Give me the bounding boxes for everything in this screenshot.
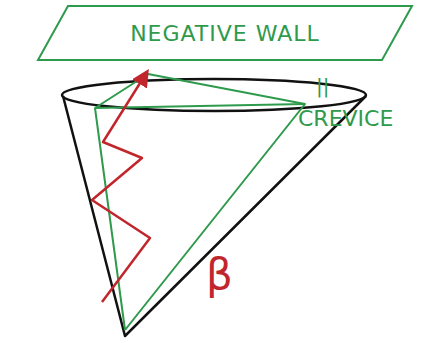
equals-mark: || — [316, 74, 329, 98]
inner-triangle — [95, 74, 305, 330]
zigzag-path — [92, 72, 150, 302]
angle-symbol: β — [206, 250, 233, 299]
parallelogram-shape — [38, 6, 412, 60]
wall-band: NEGATIVE WALL — [38, 4, 412, 62]
node-title: NEGATIVE WALL — [130, 21, 320, 46]
region-label: CREVICE — [298, 106, 393, 131]
